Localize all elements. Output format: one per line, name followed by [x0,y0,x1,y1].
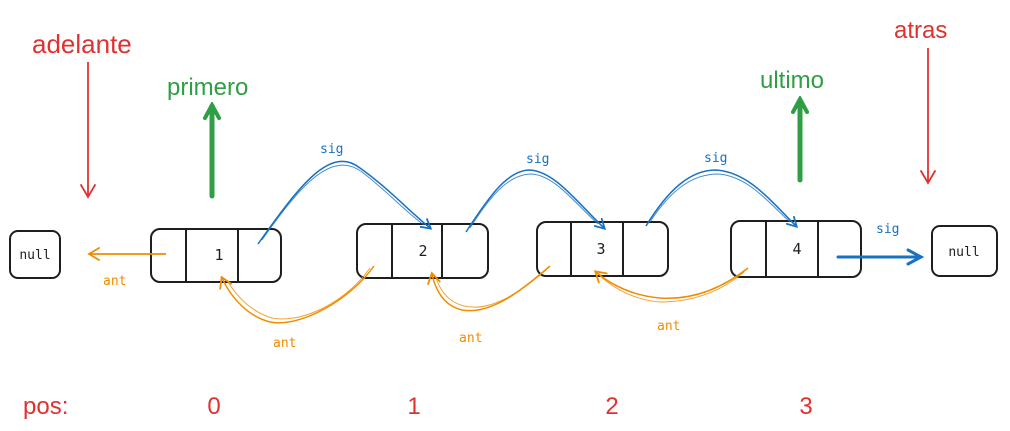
pos-value-2: 2 [605,393,618,420]
ant-label-1: ant [103,274,126,289]
sig-label-4: sig [876,222,899,237]
pos-label: pos: [23,393,68,420]
ant-arrow-2-1 [219,265,375,324]
atras-label: atras [894,17,947,44]
sig-label-3: sig [704,151,727,166]
sig-arrow-1-2 [257,160,433,245]
sig-arrow-1-2-b [261,164,425,241]
ant-arrow-3-2 [427,265,551,312]
null-right-label: null [948,245,979,260]
node-1-value: 1 [214,246,223,264]
sig-arrow-2-3 [465,169,607,233]
ultimo-label: ultimo [760,67,824,94]
node-1: 1 [150,228,282,283]
sig-arrow-2-3-b [469,173,599,229]
node-4: 4 [730,220,862,278]
ant-arrow-3-2-b [435,269,547,308]
ant-arrow-4-3-b [599,271,745,303]
sig-arrow-3-4 [645,169,799,229]
null-left-label: null [19,248,50,263]
pos-value-3: 3 [799,393,812,420]
ant-label-3: ant [459,331,482,346]
pos-value-1: 1 [407,393,420,420]
node-3: 3 [536,221,669,277]
ant-arrow-4-3 [593,267,749,299]
null-left-box [9,230,61,279]
adelante-label: adelante [32,29,132,59]
sig-label-2: sig [526,152,549,167]
node-3-value: 3 [596,240,605,258]
sig-label-1: sig [320,142,343,157]
ant-label-2: ant [273,336,296,351]
primero-label: primero [167,74,248,101]
node-2: 2 [356,223,489,279]
node-4-value: 4 [792,240,801,258]
ant-label-4: ant [657,319,680,334]
pos-value-0: 0 [207,393,220,420]
null-right-box [931,225,998,277]
node-2-value: 2 [418,242,427,260]
ant-arrow-2-1-b [227,267,371,320]
sig-arrow-3-4-b [649,173,791,223]
